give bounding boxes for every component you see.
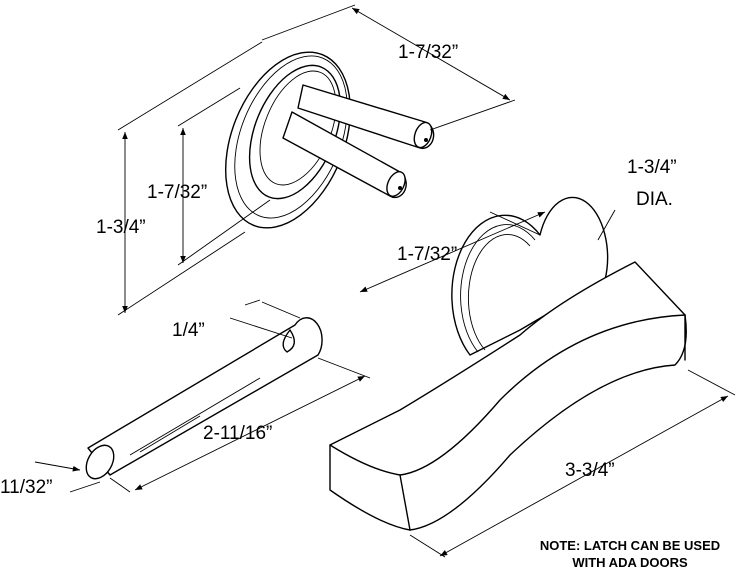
label-handle-length: 3-3/4” (565, 460, 615, 481)
spindle (85, 317, 323, 480)
label-knob-depth: 1-7/32” (397, 244, 458, 265)
note: NOTE: LATCH CAN BE USED WITH ADA DOORS (520, 537, 740, 570)
label-rosette-height: 1-3/4” (96, 217, 146, 238)
dim-rosette-height (117, 41, 271, 316)
note-line-2: WITH ADA DOORS (572, 555, 688, 570)
label-knob-diameter-unit: DIA. (636, 189, 673, 210)
lever-handle (329, 196, 687, 531)
note-line-1: NOTE: LATCH CAN BE USED (539, 538, 721, 553)
dim-spindle (34, 299, 371, 493)
label-spindle-diameter: 11/32” (0, 477, 53, 498)
rosette-pins (282, 84, 435, 199)
label-rosette-inner-height: 1-7/32” (147, 182, 208, 203)
label-knob-diameter: 1-3/4” (627, 157, 677, 178)
dim-handle (359, 209, 736, 558)
dim-pin-length-top (261, 4, 516, 131)
label-pin-length-top: 1-7/32” (398, 42, 459, 63)
label-spindle-length: 2-11/16” (203, 423, 273, 444)
label-spindle-slot: 1/4” (172, 320, 205, 341)
